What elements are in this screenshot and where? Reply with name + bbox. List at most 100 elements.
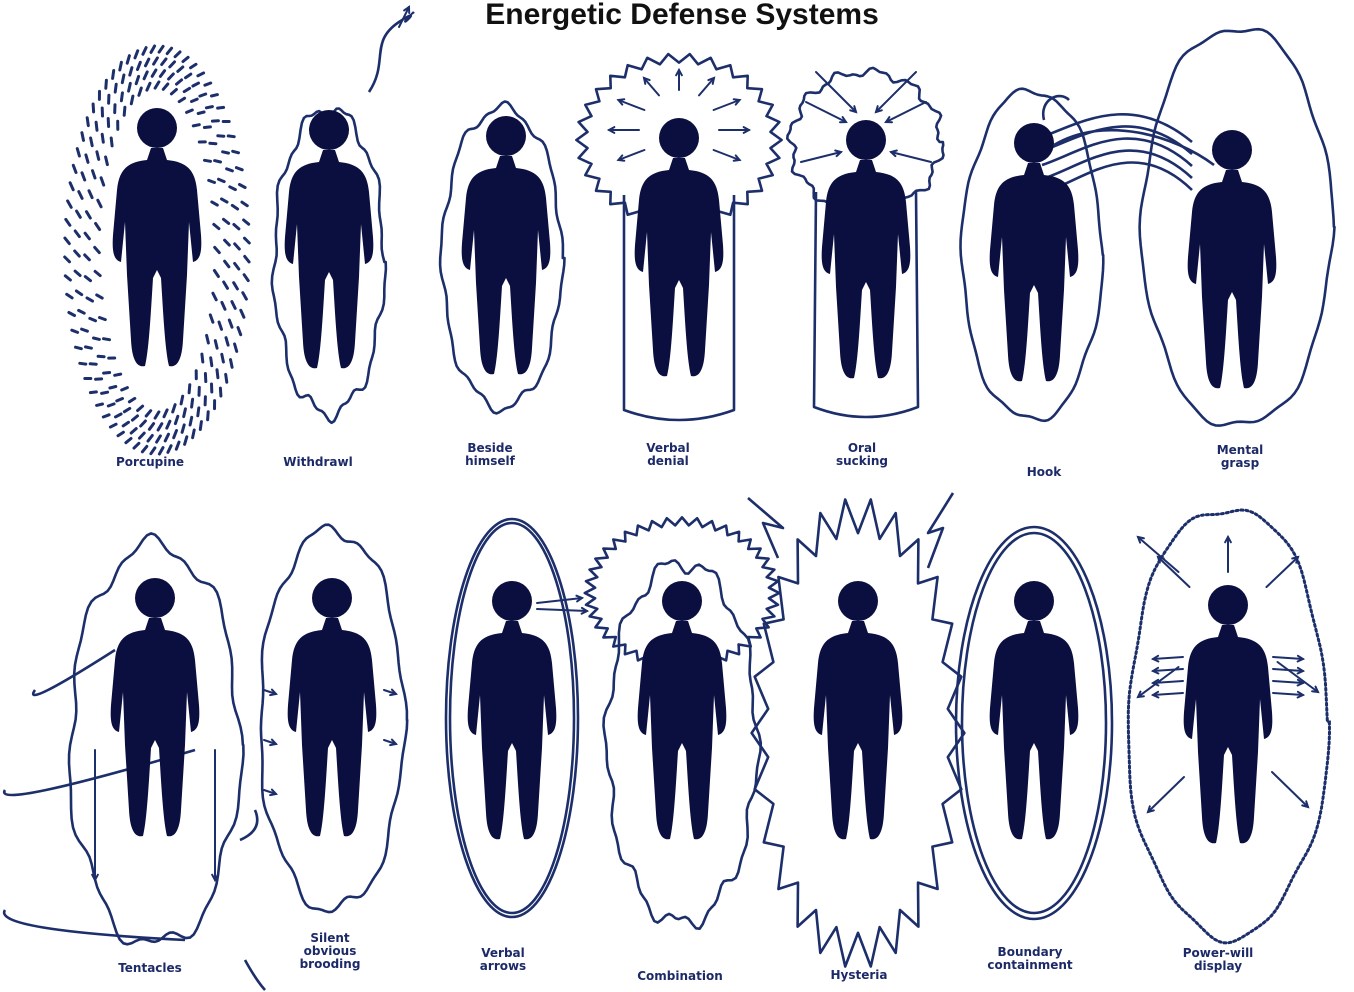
brooding-arrow-3: [384, 690, 396, 696]
oral-sucking-label-line: Oral: [848, 441, 876, 455]
hook-figure: [990, 123, 1079, 381]
power-will-display-label-line: display: [1194, 959, 1242, 973]
power-will-display-figure: [1184, 585, 1273, 843]
mental-grasp-label-line: grasp: [1221, 456, 1260, 470]
oral-sucking-label-line: sucking: [836, 454, 888, 468]
verbal-denial-arrow-2: [676, 70, 682, 90]
power-will-left-arrow-0: [1153, 656, 1183, 662]
tentacles-arrow-right: [212, 750, 218, 880]
verbal-denial-arrow-1: [644, 78, 659, 95]
mental-grasp-label-line: Mental: [1217, 443, 1264, 457]
oral-sucking-arrow-5: [891, 151, 931, 163]
hook-head: [1014, 123, 1054, 163]
withdrawl-label: Withdrawl: [283, 455, 352, 469]
verbal-arrows-head: [492, 581, 532, 621]
silent-obvious-brooding-label-line: obvious: [304, 944, 357, 958]
porcupine-label-line: Porcupine: [116, 455, 184, 469]
brooding-arrow-0: [264, 690, 276, 696]
verbal-denial-arrow-7: [618, 150, 644, 161]
hysteria-label-line: Hysteria: [830, 968, 887, 982]
beside-himself-torso: [462, 156, 551, 374]
oral-sucking-arrow-1: [886, 102, 926, 122]
verbal-denial-label-line: denial: [647, 454, 689, 468]
mental-grasp-torso: [1188, 170, 1277, 388]
power-will-arrow-1: [1158, 557, 1190, 587]
power-will-display-head: [1208, 585, 1248, 625]
oral-sucking-figure: [822, 120, 911, 378]
beside-himself-label-line: himself: [465, 454, 516, 468]
silent-obvious-brooding-label-line: brooding: [300, 957, 361, 971]
combination-head: [662, 581, 702, 621]
power-will-arrow-6: [1148, 777, 1184, 812]
combination-label: Combination: [637, 969, 723, 983]
tentacles-head: [135, 578, 175, 618]
power-will-display-torso: [1184, 625, 1273, 843]
brooding-arrow-4: [384, 740, 396, 746]
porcupine-figure: [113, 108, 202, 366]
brooding-arrow-2: [264, 790, 276, 796]
tentacle-5: [245, 960, 265, 990]
mental-grasp-figure: [1188, 130, 1277, 388]
hysteria-torso: [814, 621, 903, 839]
combination-torso: [638, 621, 727, 839]
power-will-left-arrow-1: [1153, 668, 1183, 674]
verbal-denial-arrow-5: [719, 127, 749, 133]
verbal-arrows-label-line: Verbal: [481, 946, 525, 960]
power-will-arrow-2: [1225, 537, 1231, 572]
verbal-denial-torso: [635, 158, 724, 376]
verbal-denial-head: [659, 118, 699, 158]
tentacles-figure: [111, 578, 200, 836]
oral-sucking-arrow-2: [816, 72, 856, 112]
brooding-arrow-1: [264, 740, 276, 746]
verbal-denial-arrow-0: [618, 99, 644, 110]
power-will-left-arrow-3: [1153, 692, 1183, 698]
withdrawl-torso: [285, 150, 374, 368]
boundary-containment-torso: [990, 621, 1079, 839]
verbal-denial-arrow-8: [714, 150, 740, 161]
oral-sucking-arrow-3: [876, 72, 916, 112]
verbal-arrows-arrow-2: [537, 608, 587, 614]
tentacle-2: [4, 910, 185, 940]
oral-sucking-arrow-0: [806, 102, 846, 122]
silent-obvious-brooding-figure: [288, 578, 377, 836]
power-will-display-label: Power-willdisplay: [1183, 946, 1254, 973]
verbal-arrows-torso: [468, 621, 557, 839]
withdrawl-figure: [285, 110, 374, 368]
withdrawl-head: [309, 110, 349, 150]
silent-obvious-brooding-torso: [288, 618, 377, 836]
beside-himself-label: Besidehimself: [465, 441, 516, 468]
power-will-left-arrow-2: [1153, 680, 1183, 686]
tentacles-torso: [111, 618, 200, 836]
tentacles-label: Tentacles: [118, 961, 182, 975]
power-will-right-arrow-2: [1273, 680, 1303, 686]
porcupine-label: Porcupine: [116, 455, 184, 469]
hysteria-head: [838, 581, 878, 621]
hysteria-label: Hysteria: [830, 968, 887, 982]
verbal-arrows-label-line: arrows: [480, 959, 526, 973]
boundary-containment-head: [1014, 581, 1054, 621]
boundary-containment-label: Boundarycontainment: [987, 945, 1073, 972]
porcupine-head: [137, 108, 177, 148]
power-will-right-arrow-0: [1273, 656, 1303, 662]
power-will-right-arrow-3: [1273, 692, 1303, 698]
oral-sucking-torso: [822, 160, 911, 378]
mental-grasp-aura: [1042, 29, 1335, 425]
hook-torso: [990, 163, 1079, 381]
combination-label-line: Combination: [637, 969, 723, 983]
boundary-containment-figure: [990, 581, 1079, 839]
power-will-display-label-line: Power-will: [1183, 946, 1254, 960]
hook-label: Hook: [1027, 465, 1063, 479]
power-will-arrow-7: [1272, 772, 1308, 807]
verbal-denial-label-line: Verbal: [646, 441, 690, 455]
power-will-arrow-3: [1267, 557, 1299, 587]
verbal-denial-arrow-4: [714, 99, 740, 110]
verbal-denial-figure: [635, 118, 724, 376]
verbal-denial-arrow-6: [609, 127, 639, 133]
boundary-containment-label-line: containment: [987, 958, 1073, 972]
